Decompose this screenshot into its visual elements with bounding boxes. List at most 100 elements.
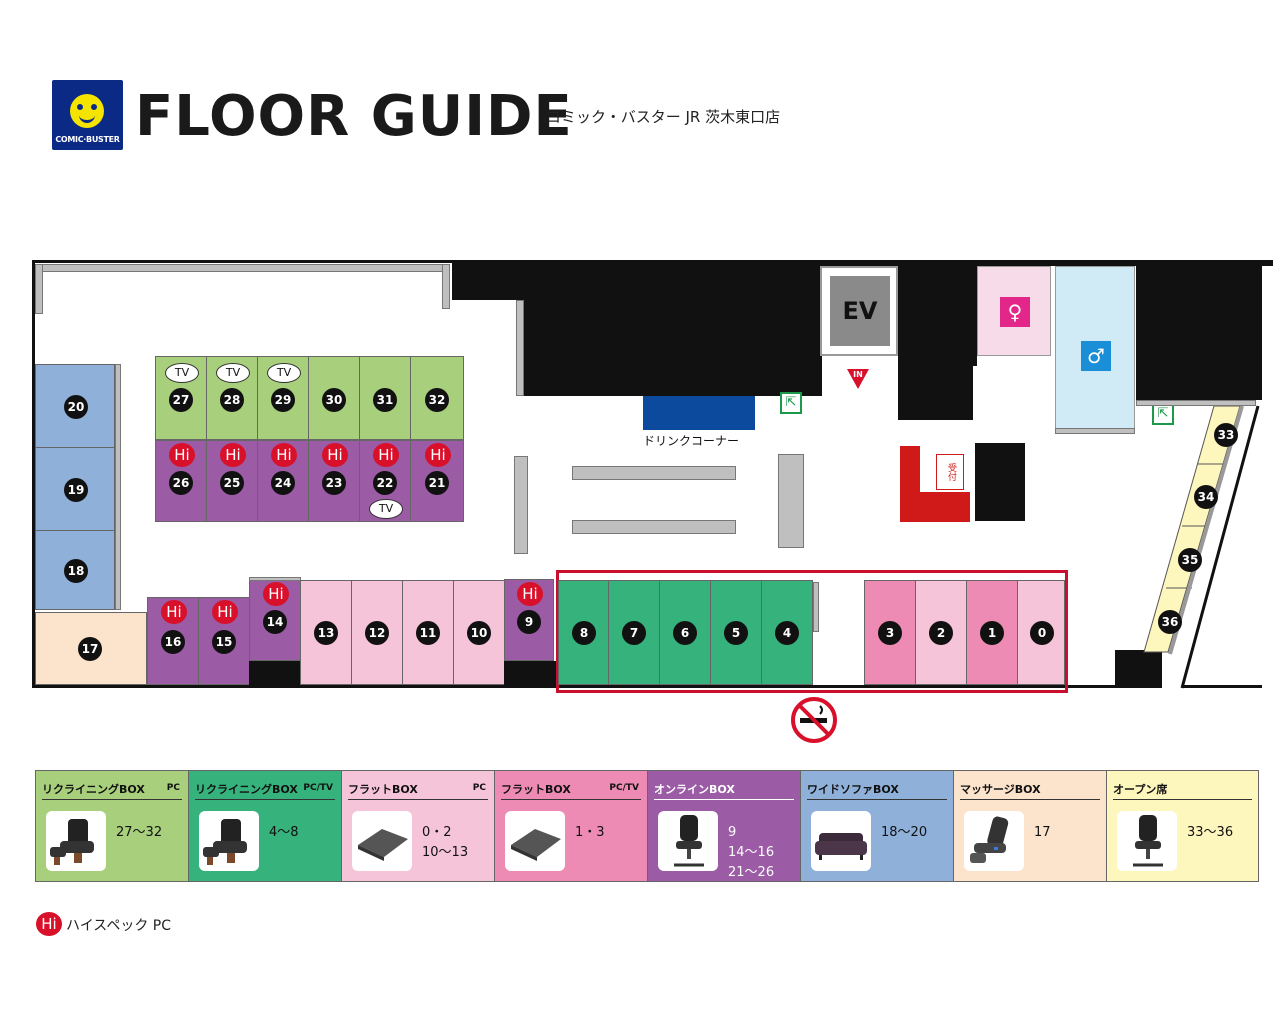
seat-number: 22 xyxy=(373,471,397,495)
bookshelf xyxy=(572,466,736,480)
office-chair-icon xyxy=(1117,811,1177,871)
seat-12[interactable]: 12 xyxy=(351,580,403,685)
legend-range: 4〜8 xyxy=(269,825,299,840)
seat-20[interactable]: 20 xyxy=(35,364,115,448)
seat-10[interactable]: 10 xyxy=(453,580,505,685)
hi-spec-label: ハイスペック PC xyxy=(66,917,171,934)
seat-5[interactable]: 5 xyxy=(710,580,762,685)
sofa-icon xyxy=(811,811,871,871)
shop-name: コミック・バスター JR 茨木東口店 xyxy=(546,108,781,126)
seat-1[interactable]: 1 xyxy=(966,580,1018,685)
seat-number: 29 xyxy=(271,388,295,412)
seat-18[interactable]: 18 xyxy=(35,530,115,610)
open-seat-area xyxy=(1143,405,1260,689)
seat-number: 15 xyxy=(212,630,236,654)
seat-2[interactable]: 2 xyxy=(915,580,967,685)
seat-number: 3 xyxy=(878,621,902,645)
seat-35[interactable]: 35 xyxy=(1178,548,1202,572)
seat-number: 18 xyxy=(64,559,88,583)
wall-shelf xyxy=(1136,400,1256,406)
wall-shelf xyxy=(813,582,819,632)
legend-item: フラットBOX PC 0・2 10〜13 xyxy=(341,770,495,882)
man-icon: ♂ xyxy=(1081,341,1111,371)
seat-17[interactable]: 17 xyxy=(35,612,147,685)
seat-36[interactable]: 36 xyxy=(1158,610,1182,634)
legend-tag: PC/TV xyxy=(303,783,333,793)
seat-number: 30 xyxy=(322,388,346,412)
seat-32[interactable]: 32 xyxy=(410,356,464,440)
seat-number: 32 xyxy=(425,388,449,412)
seat-number: 11 xyxy=(416,621,440,645)
seat-34[interactable]: 34 xyxy=(1194,485,1218,509)
mascot-icon xyxy=(70,94,104,128)
elevator: EV xyxy=(820,266,898,356)
emergency-exit-icon: ⇱ xyxy=(780,392,802,414)
seat-number: 12 xyxy=(365,621,389,645)
drink-corner xyxy=(643,396,755,430)
seat-number: 27 xyxy=(169,388,193,412)
entrance-marker: IN xyxy=(845,365,871,391)
wall-shelf xyxy=(516,300,524,396)
wall-shelf xyxy=(442,264,450,309)
woman-icon: ♀ xyxy=(1000,297,1030,327)
seat-33[interactable]: 33 xyxy=(1214,423,1238,447)
legend-range: 27〜32 xyxy=(116,825,163,840)
hi-badge: Hi xyxy=(263,582,289,606)
seat-13[interactable]: 13 xyxy=(300,580,352,685)
entrance-label: IN xyxy=(853,370,863,379)
seat-7[interactable]: 7 xyxy=(608,580,660,685)
seat-number: 23 xyxy=(322,471,346,495)
seat-3[interactable]: 3 xyxy=(864,580,916,685)
legend-tag: PC xyxy=(472,783,486,793)
seat-11[interactable]: 11 xyxy=(402,580,454,685)
legend-item: オンラインBOX 9 14〜16 21〜26 xyxy=(647,770,801,882)
seat-number: 2 xyxy=(929,621,953,645)
seat-31[interactable]: 31 xyxy=(359,356,411,440)
legend-item: オープン席 33〜36 xyxy=(1106,770,1259,882)
legend-title: オープン席 xyxy=(1113,783,1168,796)
hi-badge: Hi xyxy=(36,912,62,936)
seat-27[interactable]: TV 27 xyxy=(155,356,207,440)
legend-range: 1・3 xyxy=(575,825,605,840)
no-smoking-icon xyxy=(790,696,838,744)
seat-19[interactable]: 19 xyxy=(35,447,115,531)
seat-number: 9 xyxy=(517,610,541,634)
seat-8[interactable]: 8 xyxy=(558,580,609,685)
hi-badge: Hi xyxy=(169,443,195,467)
legend-title: オンラインBOX xyxy=(654,783,735,796)
recliner-icon xyxy=(199,811,259,871)
hi-badge: Hi xyxy=(425,443,451,467)
tv-badge: TV xyxy=(165,363,199,383)
seat-number: 16 xyxy=(161,630,185,654)
seat-number: 7 xyxy=(622,621,646,645)
seat-6[interactable]: 6 xyxy=(659,580,711,685)
legend-title: フラットBOX xyxy=(348,783,418,796)
seat-30[interactable]: 30 xyxy=(308,356,360,440)
legend-item: フラットBOX PC/TV 1・3 xyxy=(494,770,648,882)
seat-number: 19 xyxy=(64,478,88,502)
legend-range: 18〜20 xyxy=(881,825,928,840)
seat-4[interactable]: 4 xyxy=(761,580,813,685)
wall-block xyxy=(975,443,1025,521)
wall-block xyxy=(1115,650,1162,688)
wall-shelf xyxy=(115,364,121,610)
seat-number: 5 xyxy=(724,621,748,645)
legend-range: 0・2 10〜13 xyxy=(422,825,469,860)
non-smoking-area xyxy=(556,570,1068,693)
legend-tag: PC xyxy=(166,783,180,793)
seat-0[interactable]: 0 xyxy=(1017,580,1065,685)
